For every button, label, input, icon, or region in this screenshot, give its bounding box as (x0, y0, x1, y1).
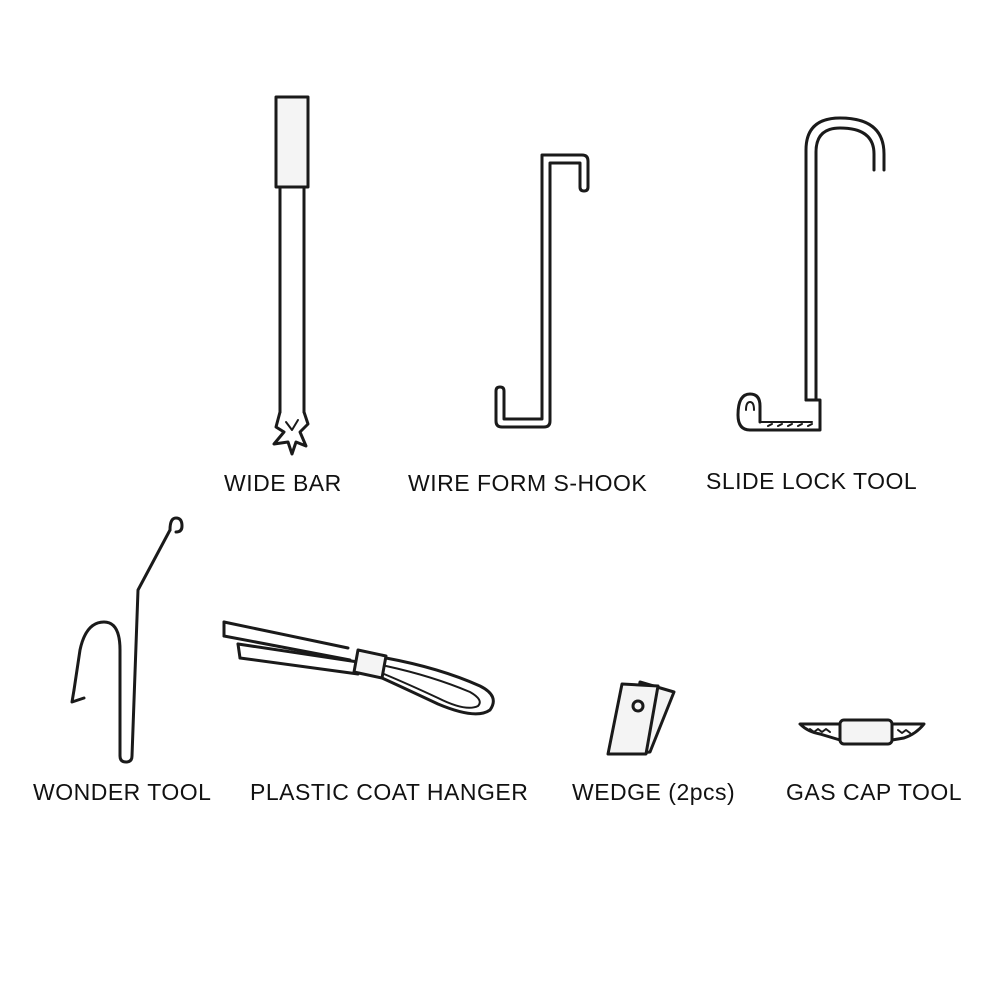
wire-form-s-hook-label: WIRE FORM S-HOOK (408, 470, 648, 496)
wonder-tool-label: WONDER TOOL (33, 779, 212, 805)
plastic-coat-hanger-drawing (218, 612, 498, 722)
wide-bar-label: WIDE BAR (224, 470, 342, 496)
wide-bar-drawing (262, 92, 322, 462)
wire-form-s-hook-drawing (490, 145, 600, 435)
gas-cap-tool-drawing (796, 712, 928, 752)
wedge-label: WEDGE (2pcs) (572, 779, 736, 805)
wonder-tool-drawing (62, 510, 192, 770)
gas-cap-tool-label: GAS CAP TOOL (786, 779, 963, 805)
wedge-drawing (600, 676, 682, 760)
plastic-coat-hanger-label: PLASTIC COAT HANGER (250, 779, 529, 805)
slide-lock-tool-drawing (728, 110, 898, 440)
slide-lock-tool-label: SLIDE LOCK TOOL (706, 468, 918, 494)
